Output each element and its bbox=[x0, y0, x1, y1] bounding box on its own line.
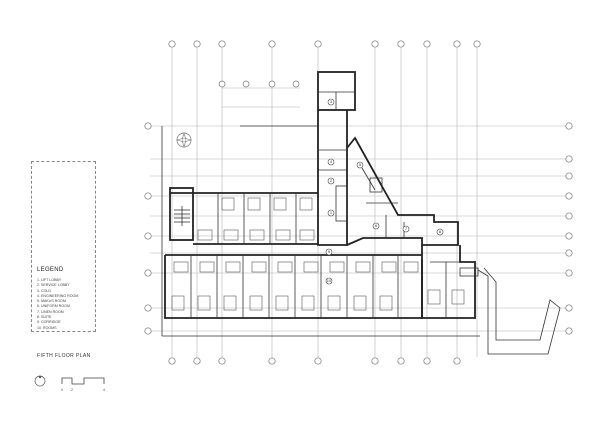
building-walls bbox=[161, 71, 561, 355]
svg-text:4: 4 bbox=[330, 159, 333, 164]
legend-item: 1. LIFT LOBBY bbox=[37, 278, 62, 282]
grid-bubbles-bottom bbox=[168, 357, 461, 365]
legend-item: 9. CORRIDOR bbox=[37, 320, 61, 325]
room-tag-7: 7 bbox=[402, 225, 410, 233]
north-arrow-icon bbox=[34, 375, 46, 387]
diagonal-wing bbox=[346, 136, 459, 246]
svg-text:5: 5 bbox=[359, 162, 362, 167]
room-tag-9: 9 bbox=[325, 248, 333, 256]
svg-text:8: 8 bbox=[439, 229, 442, 234]
legend-title: LEGEND bbox=[37, 267, 64, 273]
room-tags: 1 2 3 4 5 6 7 8 9 10 bbox=[325, 98, 444, 285]
room-tag-4: 4 bbox=[327, 158, 335, 166]
svg-text:7: 7 bbox=[405, 226, 408, 231]
svg-text:9: 9 bbox=[328, 249, 331, 254]
svg-text:6: 6 bbox=[375, 223, 378, 228]
svg-text:1: 1 bbox=[330, 210, 333, 215]
west-stair bbox=[169, 187, 194, 241]
scale-label-0: 0 bbox=[61, 388, 63, 392]
central-core bbox=[317, 110, 348, 246]
service-core-north bbox=[317, 71, 356, 111]
svg-text:2: 2 bbox=[330, 178, 333, 183]
legend-item: 5. MAKUS ROOM bbox=[37, 299, 66, 304]
scale-bar: 0 2 4 bbox=[61, 377, 105, 392]
room-tag-3: 3 bbox=[327, 98, 335, 106]
grid-bubbles-top bbox=[168, 40, 481, 88]
grid-bubbles-right bbox=[565, 122, 573, 335]
legend-item: 3. COLD bbox=[37, 288, 51, 293]
compass-rose-icon bbox=[175, 131, 193, 149]
legend-item: 10. ROOMS bbox=[37, 325, 57, 330]
room-tag-1: 1 bbox=[327, 209, 335, 217]
room-tag-6: 6 bbox=[372, 222, 380, 230]
room-tag-5: 5 bbox=[356, 161, 364, 169]
scale-label-4: 4 bbox=[103, 388, 105, 392]
legend-item: 4. ENGINEERING ROOM bbox=[37, 293, 79, 298]
plan-title: FIFTH FLOOR PLAN bbox=[37, 353, 91, 359]
room-tag-2: 2 bbox=[327, 177, 335, 185]
east-terrace bbox=[477, 267, 561, 355]
legend-item: 6. UNIFORM ROOM bbox=[37, 304, 70, 309]
scale-label-2: 2 bbox=[71, 388, 73, 392]
svg-text:3: 3 bbox=[330, 99, 333, 104]
legend-item: 7. LINEN ROOM bbox=[37, 309, 64, 314]
room-furniture bbox=[171, 197, 465, 311]
east-suites bbox=[421, 245, 476, 319]
legend-item: 2. SERVICE LOBBY bbox=[37, 283, 70, 288]
room-tag-10: 10 bbox=[325, 277, 333, 285]
grid-bubbles-left bbox=[144, 122, 152, 335]
svg-text:10: 10 bbox=[327, 278, 332, 283]
south-wing-outline bbox=[164, 255, 423, 319]
room-tag-8: 8 bbox=[436, 228, 444, 236]
legend-item: 8. SUITE bbox=[37, 315, 52, 320]
legend-panel bbox=[31, 161, 96, 332]
legend-list: 1. LIFT LOBBY 2. SERVICE LOBBY 3. COLD 4… bbox=[37, 278, 78, 331]
grid-lines-horizontal bbox=[150, 87, 567, 332]
